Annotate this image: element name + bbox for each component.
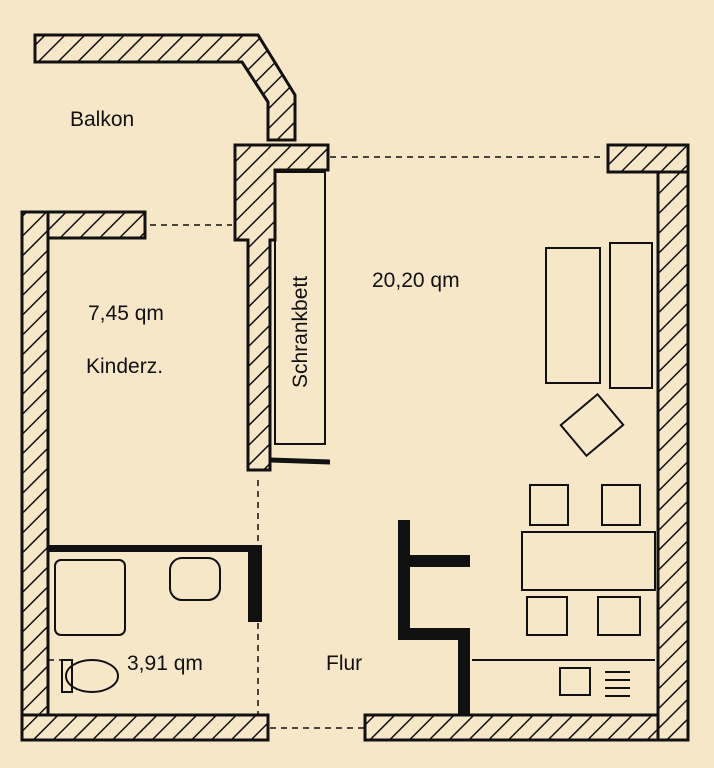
kids-room-label: Kinderz. [86,355,163,378]
balcony-label: Balkon [70,108,134,131]
living-room-area: 20,20 qm [372,269,460,292]
furniture [54,242,656,697]
armchair [559,392,625,458]
sofa-2 [609,242,653,389]
sofa [545,247,601,384]
chair [529,484,569,526]
bathroom-area: 3,91 qm [127,652,203,675]
toilet [65,659,119,693]
right-top-wall [606,143,690,174]
chair [526,596,568,636]
bathtub [54,559,126,636]
bottom-wall-right [363,713,690,742]
sink [169,557,221,601]
chair [601,484,641,526]
balcony-wall [33,33,297,142]
dining-table [521,531,656,591]
wardrobe-bed [274,171,326,445]
bottom-wall-left [20,713,270,742]
left-wall [20,210,50,742]
openings [48,156,600,729]
walls [20,33,690,742]
chair [597,596,641,636]
right-wall [656,143,690,742]
hallway-label: Flur [326,652,362,675]
wardrobe-bed-label: Schrankbett [289,276,312,388]
kids-room-area: 7,45 qm [88,302,164,325]
wardrobe-column-wall [233,143,330,472]
stove [559,667,591,696]
